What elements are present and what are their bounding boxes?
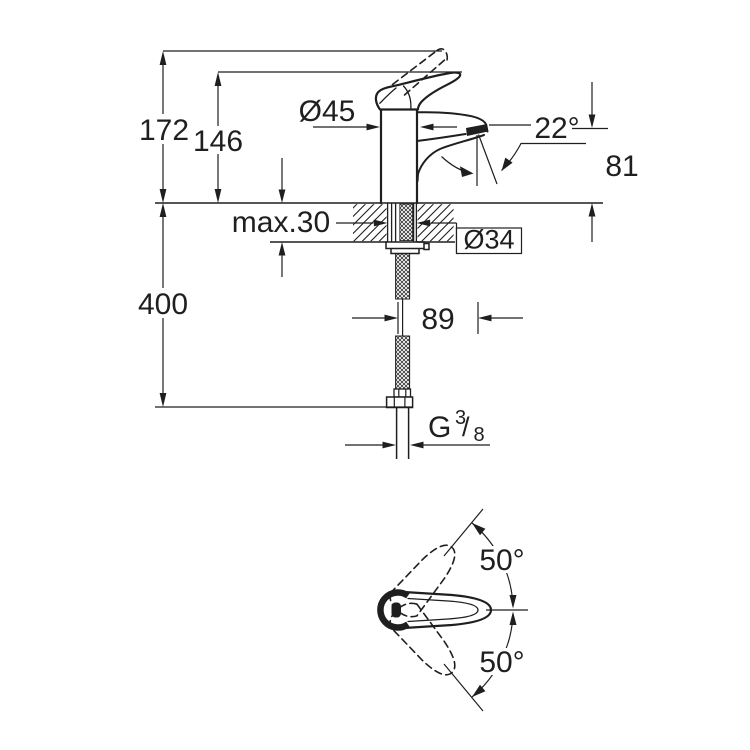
- arrowhead-left: [478, 314, 492, 322]
- label-mask: [193, 126, 243, 154]
- spout-outline: [416, 111, 489, 182]
- arrowhead-outer: [472, 523, 486, 536]
- dim-height-146: 146: [193, 71, 462, 203]
- arrowhead-down: [159, 393, 167, 407]
- arrowhead-down: [159, 189, 167, 203]
- shank-and-hose: [385, 202, 430, 459]
- hose-collar-facets: [398, 389, 407, 397]
- dim-label-thread-numerator: 3: [455, 407, 466, 429]
- label-mask: [138, 288, 188, 318]
- dim-body-diameter-45: Ø45: [299, 95, 457, 131]
- arrowhead-left: [420, 123, 434, 131]
- dim-swivel-upper-50: 50°: [471, 522, 528, 609]
- dim-label-thread-denominator: 8: [474, 424, 485, 446]
- label-mask: [477, 546, 528, 573]
- arrowhead-up: [588, 203, 596, 217]
- dim-label-thread-g: G: [428, 411, 451, 444]
- arrowhead-right: [382, 441, 396, 449]
- angle-arrowhead-left: [460, 166, 474, 177]
- shank-braided-hose: [399, 203, 413, 241]
- arrowhead-right: [366, 123, 380, 131]
- aerator: [466, 124, 488, 136]
- dim-label-hole-diameter: Ø34: [463, 225, 514, 255]
- connection-hex-nut: [385, 396, 414, 409]
- arrowhead-down: [588, 114, 596, 128]
- dim-label-swivel-lower: 50°: [479, 646, 524, 679]
- dim-label-max-deck: max.30: [232, 206, 330, 239]
- dim-swivel-lower-50: 50°: [471, 611, 528, 698]
- arrowhead-up: [159, 51, 167, 65]
- label-frame: [455, 227, 523, 255]
- hose-collar: [393, 388, 412, 398]
- lever-dashed-down-position: [389, 602, 456, 676]
- connection-pipe: [395, 407, 410, 459]
- handle-cap-contours: [379, 85, 412, 110]
- handle-raised-dashed: [391, 48, 449, 96]
- dim-thread-g38: G 3 / 8: [345, 407, 490, 449]
- dim-label-thread-slash: /: [462, 412, 470, 442]
- swivel-limit-lines: [443, 508, 484, 712]
- arrowhead-up: [278, 242, 286, 256]
- arrowhead-left: [416, 219, 431, 227]
- faucet-body: [374, 48, 489, 205]
- flex-hose-lower: [395, 335, 411, 390]
- dim-label-outlet-height: 81: [605, 150, 638, 183]
- dim-max-deck-30: max.30: [232, 158, 330, 277]
- top-view: 50° 50°: [377, 508, 528, 712]
- flex-hose-upper: [395, 253, 411, 300]
- water-stream-angle: [441, 124, 586, 186]
- dim-label-projection: 89: [421, 303, 454, 336]
- lever-dashed-up-position: [389, 544, 456, 618]
- arrowhead-right: [373, 219, 388, 227]
- handle-top-view: [377, 508, 528, 712]
- dim-hose-length-400: 400: [138, 203, 412, 408]
- handle-cap-ring: [377, 589, 410, 631]
- dim-height-raised-172: 172: [139, 50, 442, 203]
- angle-arrowhead-right: [501, 157, 513, 171]
- dim-projection-89: 89: [352, 302, 523, 336]
- mounting-flange: [385, 241, 430, 255]
- dimensions: 172 146 Ø45 22° 81 max.3: [138, 50, 639, 449]
- dim-label-hose-length: 400: [138, 288, 188, 321]
- dim-label-swivel-upper: 50°: [479, 544, 524, 577]
- dim-label-body-diameter: Ø45: [299, 95, 356, 128]
- stream-line: [477, 134, 498, 185]
- dim-hole-diameter-34: Ø34: [336, 219, 523, 255]
- hex-nut-facets: [393, 397, 406, 408]
- arrowhead-outer: [472, 684, 486, 697]
- arrowhead-inner: [509, 595, 517, 609]
- arrowhead-left: [410, 441, 424, 449]
- dim-label-height-raised: 172: [139, 114, 189, 147]
- label-mask: [477, 648, 528, 675]
- arrowhead-inner: [509, 611, 517, 625]
- arrowhead-down: [278, 189, 286, 203]
- arrowhead-right: [384, 314, 398, 322]
- arrowhead-up: [214, 72, 222, 86]
- lever-inner-outline: [407, 597, 479, 623]
- handle-lever-outline: [374, 71, 462, 111]
- threaded-shank: [386, 202, 418, 243]
- dim-label-height: 146: [193, 125, 243, 158]
- label-mask: [139, 114, 189, 144]
- arrowhead-down: [214, 189, 222, 203]
- arrowhead-up: [159, 203, 167, 217]
- dim-outlet-height-81: 81: [572, 82, 639, 242]
- dim-lines: [572, 82, 608, 242]
